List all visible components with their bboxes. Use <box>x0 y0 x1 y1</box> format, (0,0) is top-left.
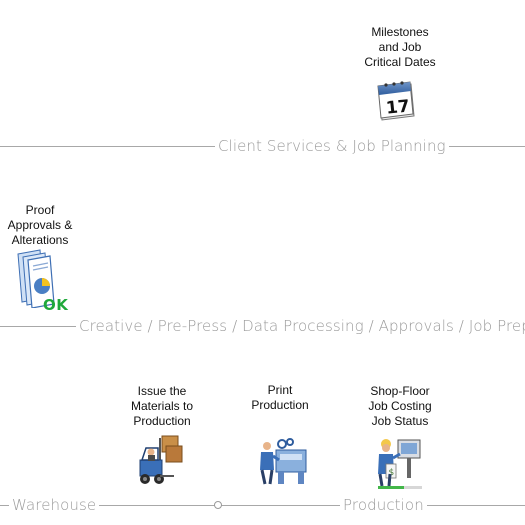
node-label-print: Print Production <box>251 383 309 412</box>
ok-badge: OK <box>43 296 69 314</box>
node-label-milestones: Milestones and Job Critical Dates <box>364 25 436 69</box>
proof-documents-icon <box>14 248 60 308</box>
lane-connector <box>214 501 222 509</box>
lane-label-client-services: Client Services & Job Planning <box>215 137 449 155</box>
calendar-icon: 17 <box>374 78 420 124</box>
lane-divider-warehouse <box>0 505 525 506</box>
node-label-proof: Proof Approvals & Alterations <box>7 203 73 247</box>
press-operator-icon <box>256 432 312 488</box>
worker-terminal-icon: $ <box>374 434 430 490</box>
node-label-issue: Issue the Materials to Production <box>130 384 194 428</box>
forklift-icon <box>134 432 190 488</box>
node-label-shopfloor: Shop-Floor Job Costing Job Status <box>368 384 432 428</box>
lane-label-creative: Creative / Pre-Press / Data Processing /… <box>76 317 525 335</box>
lane-label-production: Production <box>340 496 427 514</box>
lane-label-warehouse: Warehouse <box>9 496 100 514</box>
svg-text:$: $ <box>389 468 395 478</box>
calendar-day-number: 17 <box>385 96 411 118</box>
